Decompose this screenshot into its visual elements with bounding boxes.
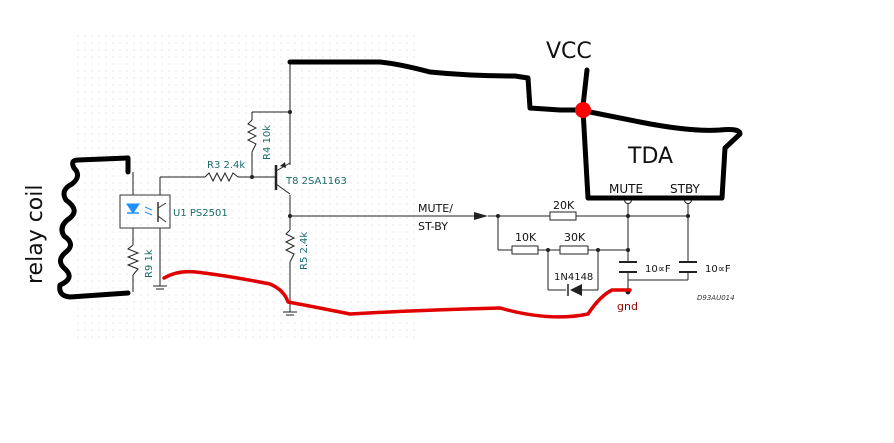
doc-ref-label: D93AU014 <box>697 294 735 302</box>
r9-label: R9 1k <box>144 249 155 278</box>
transistor-t8: T8 2SA1163 <box>262 162 347 195</box>
r3-label: R3 2.4k <box>207 160 245 171</box>
resistor-r9: R9 1k <box>126 244 155 278</box>
resistor-20k: 20K <box>549 199 577 221</box>
capacitor-c2: 10∝F <box>679 261 731 275</box>
mute-pin-label: MUTE <box>609 182 643 196</box>
diode-1n4148: 1N4148 <box>554 272 593 296</box>
marker-annotations <box>57 59 743 300</box>
r4-label: R4 10k <box>262 125 273 160</box>
r-30k-label: 30K <box>564 231 586 244</box>
tda-label: TDA <box>627 144 673 169</box>
vcc-label: VCC <box>546 39 592 64</box>
r-10k-label: 10K <box>515 231 537 244</box>
relay-coil-label: relay coil <box>23 185 48 284</box>
ground-wire-red <box>162 269 632 319</box>
resistor-r4: R4 10k <box>246 119 273 160</box>
resistor-r5: R5 2.4k <box>284 229 310 270</box>
r-20k-label: 20K <box>553 199 575 212</box>
resistor-30k: 30K <box>559 231 589 255</box>
mute-stby-arrow: MUTE/ ST-BY <box>398 202 488 233</box>
stby-pin-label: STBY <box>670 182 701 196</box>
t8-label: T8 2SA1163 <box>285 176 347 187</box>
mute-stby-label-2: ST-BY <box>418 220 448 233</box>
diode-label: 1N4148 <box>554 272 593 283</box>
capacitor-c1: 10∝F <box>619 261 671 275</box>
resistor-r3: R3 2.4k <box>204 160 245 183</box>
mute-stby-label-1: MUTE/ <box>418 202 453 215</box>
c1-label: 10∝F <box>645 264 671 275</box>
resistor-10k: 10K <box>511 231 539 255</box>
r5-label: R5 2.4k <box>299 232 310 270</box>
tda-pins: MUTE STBY <box>609 182 701 204</box>
u1-label: U1 PS2501 <box>173 208 228 219</box>
gnd-label: gnd <box>617 300 638 313</box>
ground-symbol-left <box>153 282 167 290</box>
vcc-junction-marker <box>575 102 591 118</box>
optocoupler-u1: U1 PS2501 <box>119 194 228 229</box>
grid-area <box>75 30 415 342</box>
ground-symbol-mid <box>283 311 297 316</box>
c2-label: 10∝F <box>705 264 731 275</box>
